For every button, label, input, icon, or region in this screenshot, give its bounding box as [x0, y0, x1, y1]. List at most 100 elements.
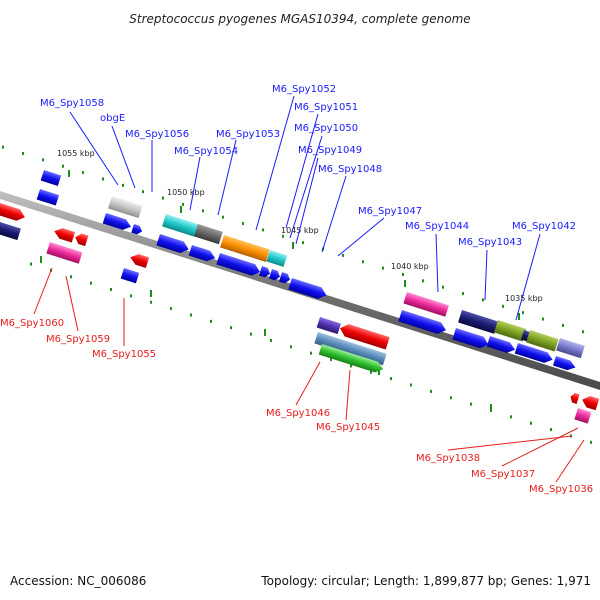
gene-feature[interactable] — [403, 292, 449, 317]
gene-label[interactable]: M6_Spy1054 — [174, 146, 238, 157]
tick-mark — [442, 285, 444, 289]
gene-label[interactable]: M6_Spy1051 — [294, 102, 358, 113]
tick-mark — [390, 377, 392, 381]
gene-feature[interactable] — [314, 332, 387, 366]
gene-feature[interactable] — [266, 250, 288, 267]
tick-mark — [190, 313, 192, 317]
gene-feature[interactable] — [188, 245, 217, 263]
gene-feature[interactable] — [494, 320, 527, 342]
tick-mark — [262, 228, 264, 232]
gene-label[interactable]: M6_Spy1055 — [92, 349, 156, 360]
gene-label[interactable]: M6_Spy1048 — [318, 164, 382, 175]
gene-label[interactable]: M6_Spy1053 — [216, 129, 280, 140]
gene-feature[interactable] — [102, 213, 133, 232]
gene-feature[interactable] — [556, 338, 585, 359]
gene-label[interactable]: M6_Spy1060 — [0, 318, 64, 329]
tick-mark — [550, 428, 552, 432]
tick-mark — [350, 364, 352, 368]
tick-mark — [302, 241, 304, 245]
tick-mark — [222, 215, 224, 219]
gene-feature[interactable] — [398, 310, 447, 336]
gene-feature[interactable] — [74, 232, 89, 247]
gene-label[interactable]: M6_Spy1043 — [458, 237, 522, 248]
tick-mark — [402, 272, 404, 276]
gene-label[interactable]: M6_Spy1059 — [46, 334, 110, 345]
gene-feature[interactable] — [108, 196, 143, 219]
gene-feature[interactable] — [216, 253, 262, 278]
gene-feature[interactable] — [53, 226, 76, 243]
tick-mark — [182, 202, 184, 206]
gene-feature[interactable] — [194, 224, 223, 245]
gene-feature[interactable] — [452, 328, 490, 350]
gene-feature[interactable] — [40, 170, 62, 186]
gene-feature[interactable] — [318, 344, 385, 375]
gene-feature[interactable] — [458, 310, 499, 334]
gene-feature[interactable] — [220, 235, 270, 262]
gene-feature[interactable] — [131, 224, 143, 236]
tick-mark-major — [68, 170, 70, 177]
tick-mark-major — [292, 242, 294, 249]
gene-label[interactable]: M6_Spy1052 — [272, 84, 336, 95]
leader-line — [111, 125, 136, 189]
tick-mark-major — [150, 290, 152, 297]
gene-feature[interactable] — [526, 330, 559, 352]
leader-line — [295, 361, 321, 406]
gene-feature[interactable] — [569, 392, 580, 404]
gene-feature[interactable] — [258, 266, 272, 279]
gene-feature[interactable] — [0, 222, 21, 241]
gene-label[interactable]: M6_Spy1036 — [529, 484, 593, 495]
leader-line — [321, 175, 347, 253]
tick-mark — [590, 440, 592, 444]
gene-label[interactable]: M6_Spy1056 — [125, 129, 189, 140]
gene-label[interactable]: M6_Spy1046 — [266, 408, 330, 419]
gene-feature[interactable] — [552, 356, 577, 372]
gene-label[interactable]: M6_Spy1044 — [405, 221, 469, 232]
gene-label[interactable]: M6_Spy1037 — [471, 469, 535, 480]
gene-feature[interactable] — [574, 408, 592, 424]
gene-label[interactable]: M6_Spy1038 — [416, 453, 480, 464]
gene-feature[interactable] — [338, 322, 390, 350]
tick-mark — [102, 177, 104, 181]
gene-label[interactable]: M6_Spy1045 — [316, 422, 380, 433]
tick-mark-major — [518, 313, 520, 320]
tick-mark — [462, 292, 464, 296]
gene-feature[interactable] — [514, 343, 555, 365]
tick-mark — [150, 300, 152, 304]
gene-label[interactable]: M6_Spy1047 — [358, 206, 422, 217]
gene-feature[interactable] — [36, 189, 60, 206]
tick-mark — [562, 323, 564, 327]
gene-feature[interactable] — [120, 268, 140, 284]
gene-feature[interactable] — [486, 336, 517, 355]
gene-feature[interactable] — [129, 252, 150, 268]
gene-label[interactable]: M6_Spy1058 — [40, 98, 104, 109]
gene-feature[interactable] — [316, 317, 341, 335]
tick-mark — [250, 332, 252, 336]
leader-line — [435, 233, 439, 293]
gene-feature[interactable] — [46, 242, 83, 264]
gene-feature[interactable] — [268, 269, 282, 282]
leader-line — [69, 111, 119, 186]
gene-feature[interactable] — [0, 203, 27, 223]
leader-line — [555, 439, 585, 483]
gene-feature[interactable] — [162, 214, 199, 237]
tick-mark-major — [490, 404, 492, 411]
gene-feature[interactable] — [288, 278, 328, 301]
tick-mark — [582, 330, 584, 334]
tick-mark — [230, 326, 232, 330]
leader-line — [65, 275, 79, 332]
gene-label[interactable]: M6_Spy1042 — [512, 221, 576, 232]
gene-feature[interactable] — [580, 394, 600, 411]
gene-label[interactable]: obgE — [100, 113, 125, 124]
tick-mark — [290, 345, 292, 349]
gene-feature[interactable] — [156, 234, 190, 255]
tick-mark — [270, 338, 272, 342]
tick-mark — [310, 351, 312, 355]
tick-mark — [70, 275, 72, 279]
tick-mark — [162, 196, 164, 200]
tick-mark — [142, 190, 144, 194]
gene-label[interactable]: M6_Spy1049 — [298, 145, 362, 156]
gene-label[interactable]: M6_Spy1050 — [294, 123, 358, 134]
reverse-gene-labels: M6_Spy1060 M6_Spy1059 M6_Spy1055 M6_Spy1… — [0, 318, 593, 495]
gene-feature[interactable] — [278, 272, 292, 285]
tick-mark — [470, 402, 472, 406]
